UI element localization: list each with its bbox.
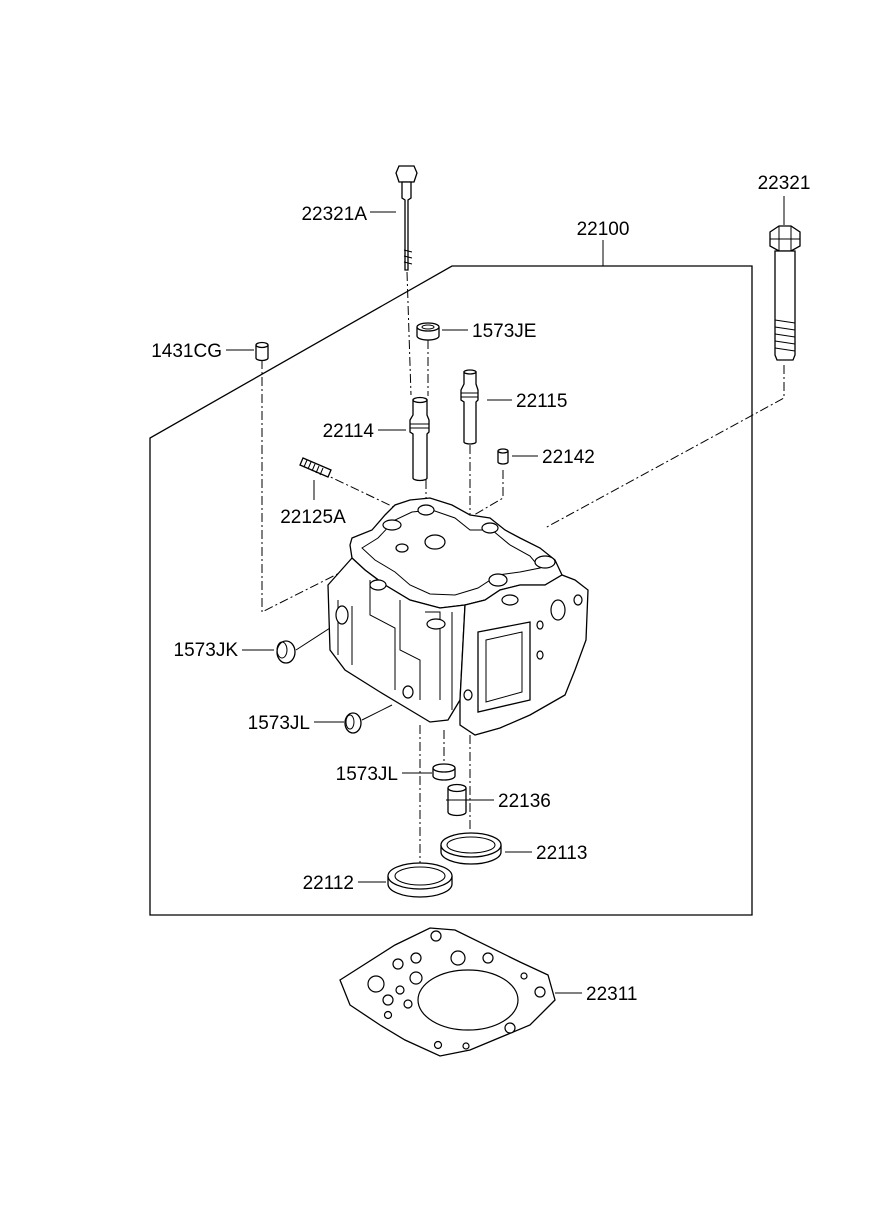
pin-22142 [497, 448, 509, 465]
ring-22112 [387, 862, 453, 898]
label-1573JK: 1573JK [174, 640, 239, 661]
seal-1573JE [416, 322, 440, 341]
assembly-frame [149, 265, 753, 916]
gasket-22311 [339, 927, 556, 1057]
label-22112: 22112 [303, 873, 354, 894]
stud-22125A [299, 457, 332, 478]
leader-lines [226, 196, 785, 994]
part-labels: 22321A 22100 22321 1573JE 1431CG 22115 2… [151, 173, 810, 1005]
label-22100: 22100 [577, 219, 630, 240]
label-22321: 22321 [758, 173, 811, 194]
label-22311: 22311 [586, 984, 637, 1005]
label-22115: 22115 [516, 391, 567, 412]
label-22114: 22114 [323, 421, 375, 442]
pin-1431CG [255, 341, 269, 362]
plug-1573JK [276, 640, 296, 664]
label-22321A: 22321A [301, 204, 367, 225]
valve-guide-22114 [409, 396, 430, 482]
bolt-22321A [395, 165, 418, 271]
plug-1573JL-side [344, 712, 362, 734]
ring-22113 [440, 832, 502, 865]
valve-guide-22115 [460, 369, 479, 445]
label-22136: 22136 [498, 791, 551, 812]
label-22142: 22142 [542, 447, 595, 468]
label-1573JE: 1573JE [472, 321, 536, 342]
label-22113: 22113 [536, 843, 587, 864]
label-1431CG: 1431CG [151, 341, 222, 362]
part-22136 [446, 783, 468, 817]
cylinder-head-body [327, 497, 589, 736]
bolt-22321 [769, 225, 801, 361]
label-1573JL-bottom: 1573JL [336, 764, 398, 785]
label-22125A: 22125A [280, 507, 346, 528]
plug-1573JL-bottom [432, 763, 456, 781]
label-1573JL-side: 1573JL [248, 713, 310, 734]
